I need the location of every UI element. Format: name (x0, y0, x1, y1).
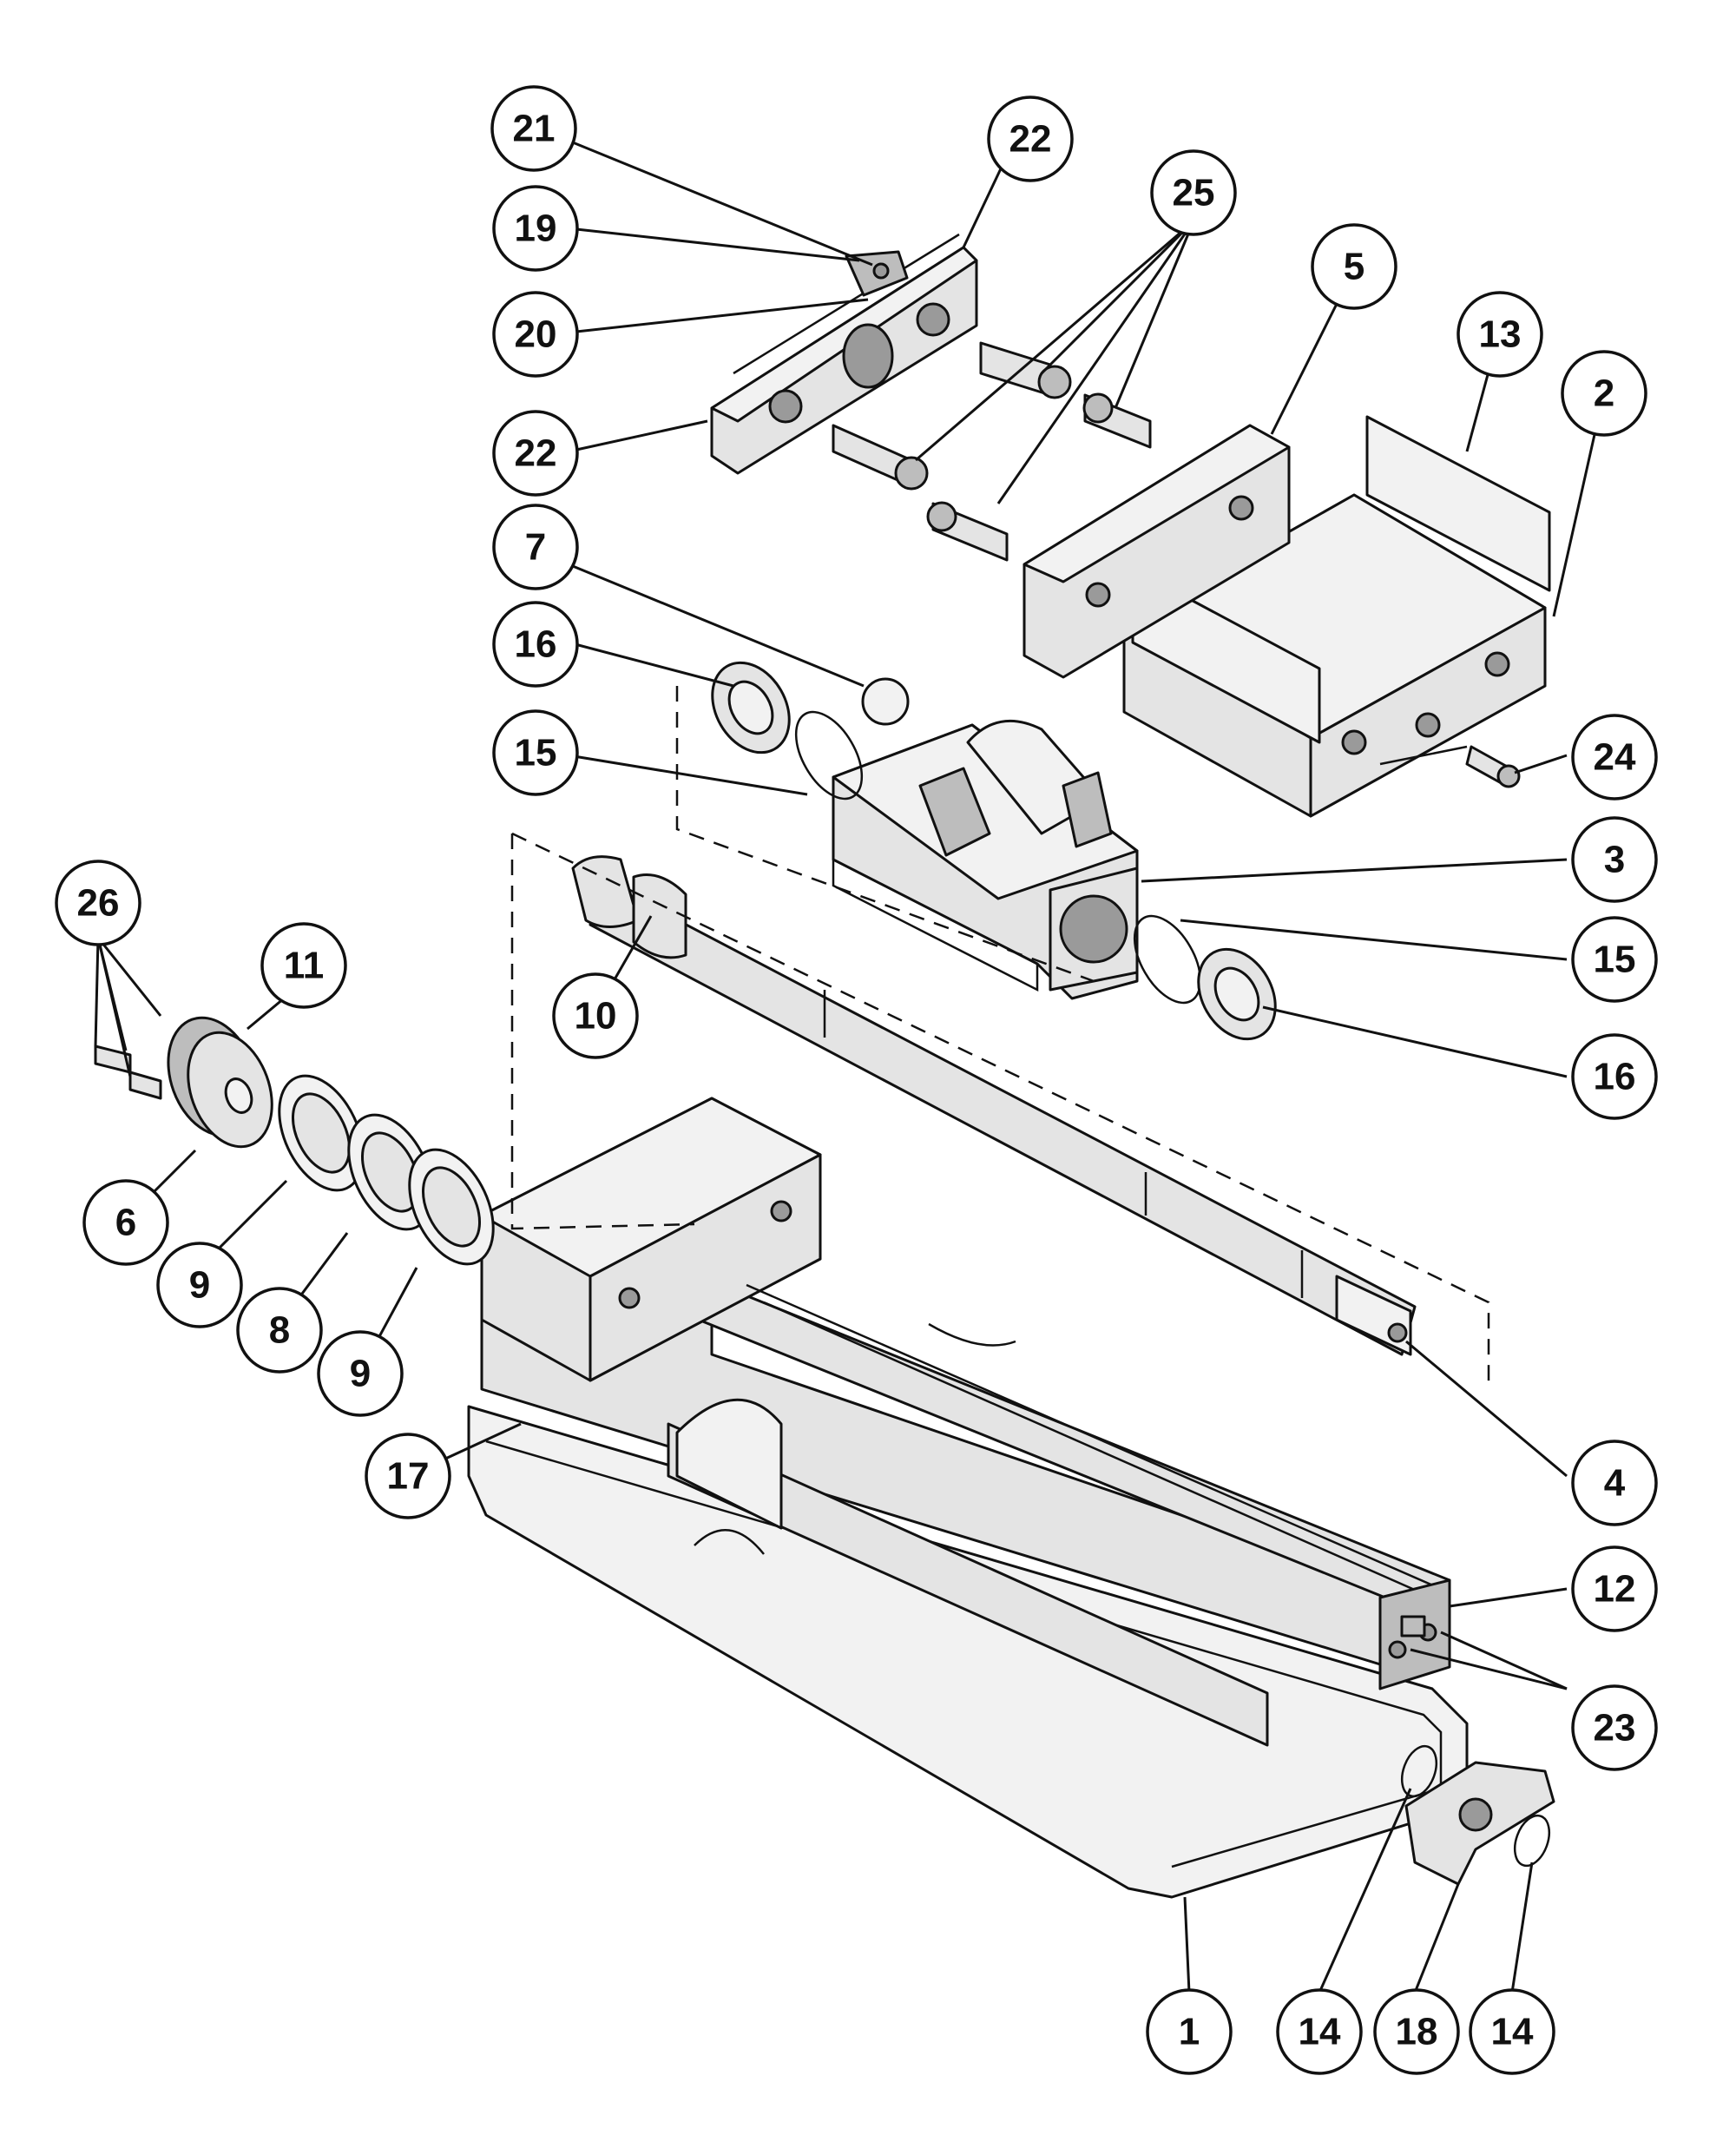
callout-label: 10 (575, 995, 617, 1038)
callout-16: 16 (1571, 1033, 1658, 1120)
callout-7: 7 (492, 504, 579, 590)
callout-label: 25 (1173, 172, 1215, 214)
callout-label: 18 (1396, 2011, 1438, 2053)
callout-1: 1 (1146, 1988, 1233, 2075)
callout-14: 14 (1276, 1988, 1363, 2075)
end-cap-assembly (94, 1016, 495, 1266)
callout-6: 6 (82, 1179, 169, 1266)
callout-label: 26 (77, 882, 120, 925)
callout-label: 23 (1594, 1707, 1636, 1750)
jaw-screws (832, 341, 1152, 562)
callout-22: 22 (987, 96, 1074, 182)
callout-label: 2 (1594, 372, 1614, 415)
callout-label: 24 (1594, 736, 1636, 779)
callout-19: 19 (492, 185, 579, 272)
callout-15: 15 (492, 709, 579, 796)
callout-9: 9 (156, 1242, 243, 1328)
callout-label: 7 (525, 526, 546, 569)
callout-label: 8 (269, 1309, 290, 1352)
callout-26: 26 (55, 860, 141, 946)
callout-label: 21 (513, 108, 556, 150)
callout-3: 3 (1571, 816, 1658, 903)
callout-label: 16 (515, 623, 557, 666)
handle-and-orings (1400, 1744, 1555, 1886)
callout-24: 24 (1571, 714, 1658, 801)
callout-25: 25 (1150, 149, 1237, 236)
alignment-lines (510, 686, 1490, 1389)
vise-base-body (467, 1097, 1469, 1899)
callout-label: 20 (515, 313, 557, 356)
callout-label: 14 (1491, 2011, 1534, 2053)
callout-label: 12 (1594, 1568, 1636, 1611)
callout-label: 14 (1299, 2011, 1341, 2053)
callout-9: 9 (317, 1330, 404, 1417)
callout-label: 6 (115, 1202, 136, 1244)
lead-screw (571, 855, 1417, 1356)
callout-label: 9 (189, 1264, 210, 1307)
callout-2: 2 (1561, 350, 1647, 437)
callout-12: 12 (1571, 1545, 1658, 1632)
callout-label: 15 (1594, 939, 1636, 981)
callout-label: 22 (1009, 118, 1052, 161)
callout-15: 15 (1571, 916, 1658, 1003)
jaw-plate (710, 233, 978, 475)
callout-18: 18 (1373, 1988, 1460, 2075)
callout-16: 16 (492, 601, 579, 688)
callout-label: 3 (1604, 839, 1625, 881)
callout-label: 16 (1594, 1056, 1636, 1098)
callout-10: 10 (552, 972, 639, 1059)
callout-21: 21 (490, 85, 577, 172)
callout-label: 1 (1179, 2011, 1200, 2053)
movable-jaw-nut (832, 719, 1139, 1000)
callout-8: 8 (236, 1287, 323, 1374)
callout-13: 13 (1457, 291, 1543, 378)
callout-label: 5 (1344, 246, 1364, 288)
callout-14: 14 (1469, 1988, 1555, 2075)
callout-label: 4 (1604, 1462, 1626, 1505)
callout-5: 5 (1311, 223, 1397, 310)
callout-label: 19 (515, 208, 557, 250)
callout-label: 17 (387, 1455, 430, 1498)
callout-11: 11 (260, 922, 347, 1009)
movable-jaw (1023, 415, 1551, 818)
callout-label: 9 (350, 1353, 371, 1395)
callout-23: 23 (1571, 1684, 1658, 1771)
callout-label: 13 (1479, 313, 1522, 356)
callout-label: 15 (515, 732, 557, 774)
callout-22: 22 (492, 410, 579, 497)
callout-label: 11 (284, 945, 325, 987)
callout-17: 17 (365, 1433, 451, 1519)
callout-label: 22 (515, 432, 557, 475)
callout-20: 20 (492, 291, 579, 378)
callout-4: 4 (1571, 1440, 1658, 1526)
